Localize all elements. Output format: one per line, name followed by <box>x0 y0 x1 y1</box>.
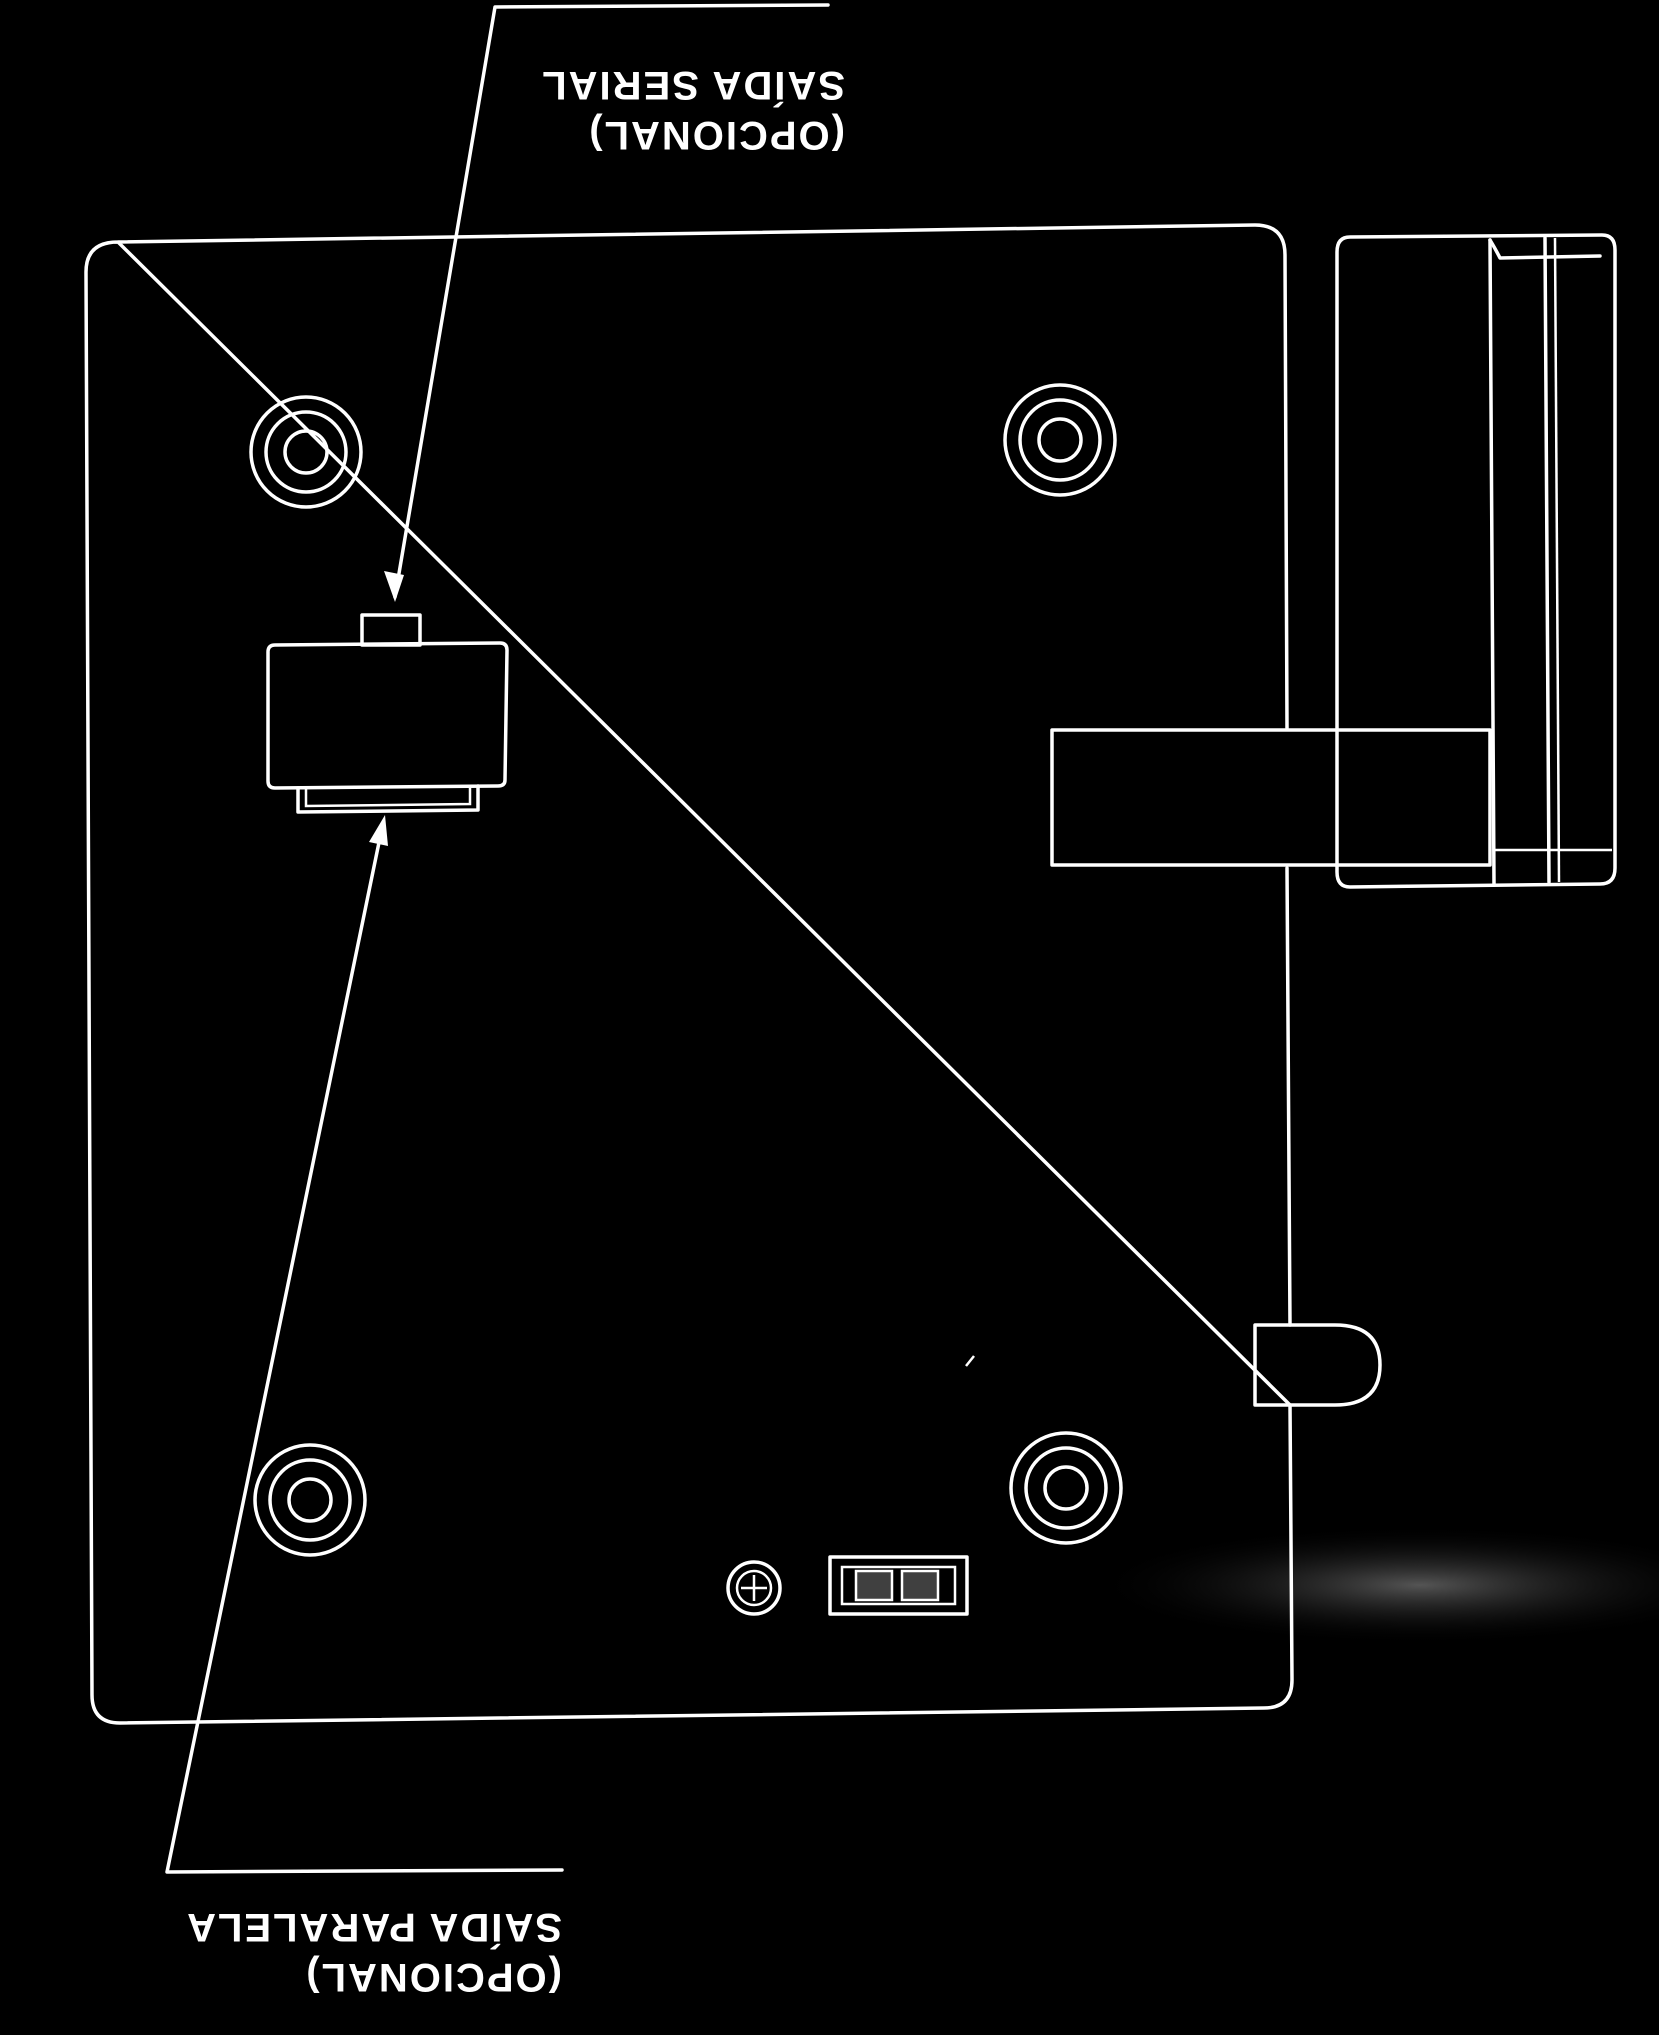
parallel-output-label-line1: SAÍDA PARALELA <box>185 1905 562 1950</box>
parallel-output-label-line2: (OPCIONAL) <box>304 1955 562 1999</box>
side-bracket <box>1050 233 1617 889</box>
parallel-output-label: SAÍDA PARALELA (OPCIONAL) <box>185 1905 562 1999</box>
parallel-output-leader <box>165 815 564 1874</box>
serial-output-label: SAÍDA SERIAL (OPCIONAL) <box>540 63 845 157</box>
latch-tab <box>1253 1323 1382 1407</box>
mounting-screw-bottom-left <box>253 1443 367 1557</box>
mounting-screw-bottom-right <box>1009 1431 1123 1545</box>
mounting-screw-top-left <box>249 395 363 509</box>
serial-output-label-line1: SAÍDA SERIAL <box>540 63 845 108</box>
stray-mark <box>965 1355 975 1367</box>
serial-output-leader <box>384 3 830 602</box>
mounting-screw-top-right <box>1003 383 1117 497</box>
output-connector <box>266 613 509 814</box>
ground-terminal-icon <box>726 1560 782 1616</box>
serial-output-label-line2: (OPCIONAL) <box>587 113 845 157</box>
selector-switch <box>828 1555 969 1616</box>
device-body-outline <box>84 223 1294 1725</box>
scan-noise-band <box>1090 1525 1659 1645</box>
